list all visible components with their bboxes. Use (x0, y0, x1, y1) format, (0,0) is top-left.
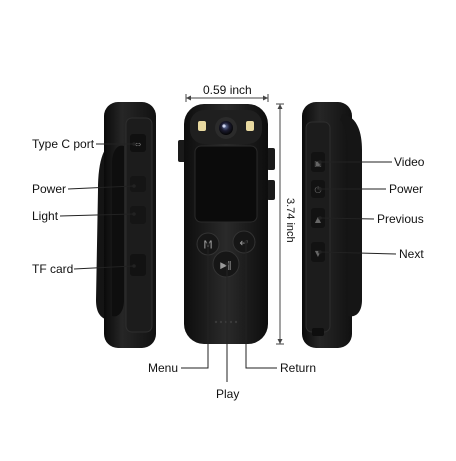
next-icon: ▼ (315, 249, 322, 258)
previous-label: Previous (377, 212, 424, 226)
video-icon: ▣ (314, 159, 322, 168)
video-label: Video (394, 155, 425, 169)
next-button (311, 242, 325, 262)
right-belt-clip (340, 114, 362, 317)
width-dimension-label: 0.59 inch (203, 83, 252, 97)
left-clip-front (112, 145, 124, 317)
video-button (311, 152, 325, 172)
front-right-side-button-1 (267, 148, 275, 170)
light-button (130, 206, 146, 224)
return-label: Return (280, 361, 317, 375)
front-screen (194, 145, 258, 223)
play-pause-icon: ▶‖ (220, 261, 231, 271)
left-power-button (130, 176, 146, 192)
front-right-side-button-2 (267, 180, 275, 200)
speaker-grille (214, 320, 238, 324)
type-c-port-label: Type C port (32, 137, 95, 151)
right-side-view: ▣ ⏻ ▲ ▼ (302, 102, 362, 348)
height-dimension-label: 3.74 inch (284, 198, 296, 243)
dimension-lines (185, 94, 284, 345)
menu-label: Menu (148, 361, 179, 375)
play-label: Play (216, 387, 240, 401)
lens-highlight (222, 124, 226, 128)
power-icon: ⏻ (314, 185, 321, 196)
left-side-view: ⇔ (96, 102, 156, 348)
return-arrow-icon: ↩ (239, 237, 248, 250)
next-label: Next (399, 247, 424, 261)
ir-led-icon (246, 121, 254, 131)
power-right-label: Power (389, 182, 424, 196)
power-left-label: Power (32, 182, 67, 196)
left-side-strip (125, 117, 153, 333)
front-view: M ↩ ▶‖ (178, 104, 275, 344)
light-label: Light (32, 209, 59, 223)
previous-icon: ▲ (315, 215, 322, 224)
bottom-port (312, 328, 324, 336)
usb-icon: ⇔ (135, 140, 142, 149)
callout-lines (59, 142, 397, 382)
usb-port-cover (130, 134, 146, 152)
return-button (232, 230, 256, 254)
ir-led-icon (198, 121, 206, 131)
previous-button (311, 208, 325, 228)
tf-card-label: TF card (32, 262, 74, 276)
camera-lens-icon (219, 121, 233, 135)
right-power-button (311, 180, 325, 198)
tf-card-slot (130, 254, 146, 276)
